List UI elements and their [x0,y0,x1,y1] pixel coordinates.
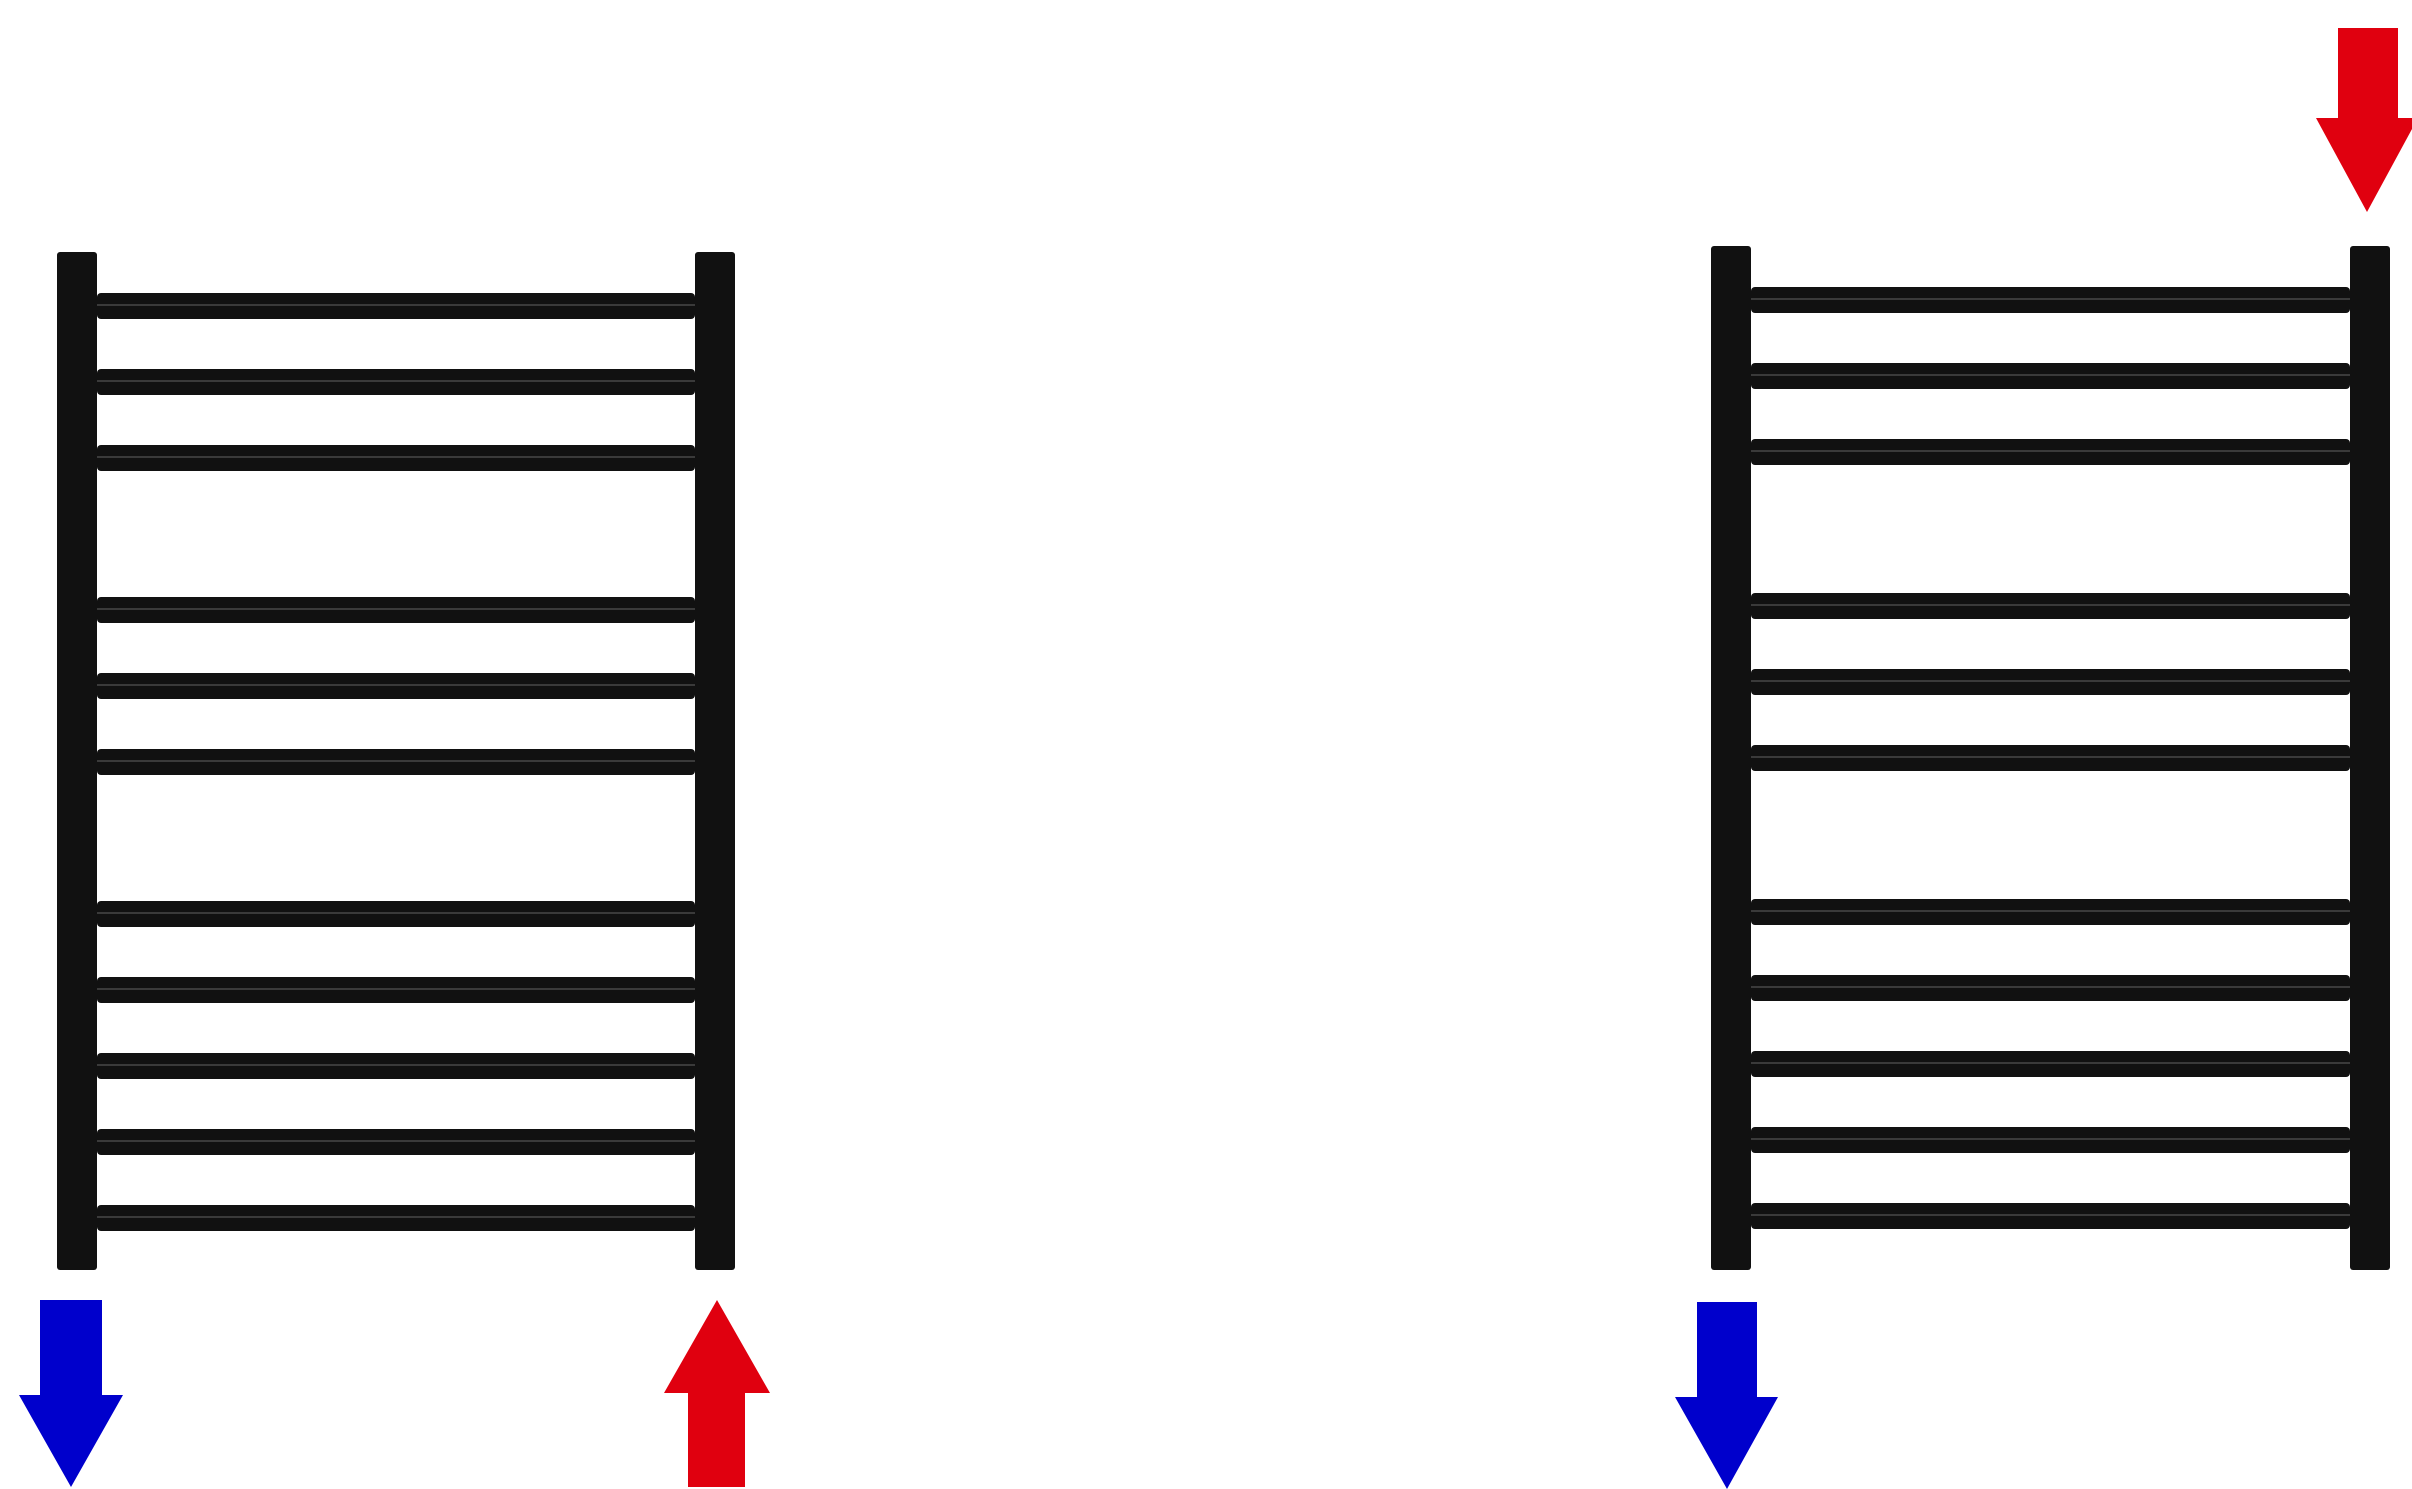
towel-bar-highlight [97,608,695,610]
towel-bar-highlight [97,912,695,914]
towel-bar-highlight [1751,756,2350,758]
towel-bar-highlight [1751,298,2350,300]
towel-bar-highlight [97,684,695,686]
towel-bar-highlight [1751,986,2350,988]
towel-bar-highlight [1751,604,2350,606]
towel-bar-highlight [97,456,695,458]
bars [1751,287,2350,1229]
towel-bar-highlight [97,1216,695,1218]
towel-bar-highlight [1751,680,2350,682]
towel-bar-highlight [1751,1062,2350,1064]
towel-bar-highlight [97,380,695,382]
towel-bar-highlight [97,1140,695,1142]
arrow-up-icon [664,1300,770,1487]
towel-bar-highlight [97,988,695,990]
towel-bar-highlight [1751,1214,2350,1216]
towel-bar-highlight [97,304,695,306]
towel-bar-highlight [1751,374,2350,376]
towel-bar-highlight [97,1064,695,1066]
radiator-left [57,252,735,1270]
rail-right [2350,246,2390,1270]
radiator-right [1711,246,2390,1270]
arrow-down-icon [2316,28,2412,212]
rail-left [57,252,97,1270]
bars [97,293,695,1231]
arrow-down-icon [1675,1302,1778,1489]
towel-bar-highlight [1751,450,2350,452]
towel-bar-highlight [1751,1138,2350,1140]
towel-bar-highlight [1751,910,2350,912]
rail-right [695,252,735,1270]
rail-left [1711,246,1751,1270]
arrow-down-icon [19,1300,123,1487]
towel-bar-highlight [97,760,695,762]
